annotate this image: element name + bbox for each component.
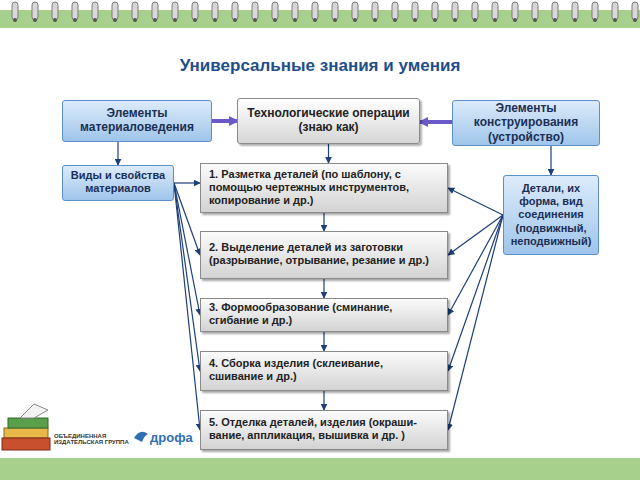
- connector-arrow: [174, 182, 200, 183]
- connector-arrow: [448, 215, 503, 430]
- operation-box: 3. Формообразование (сминание, сгибание …: [200, 298, 448, 332]
- operation-box: 1. Разметка деталей (по шаблону, с помощ…: [200, 163, 448, 213]
- connector-arrow: [550, 146, 551, 175]
- central-box: Технологические операции (знаю как): [237, 98, 420, 144]
- parts-box: Детали, их форма, вид соединения (подвиж…: [503, 175, 599, 255]
- connector-arrow: [448, 188, 503, 215]
- connector-arrow: [174, 183, 200, 315]
- box-text: 4. Сборка изделия (склеивание, сшивание …: [209, 357, 439, 383]
- operation-box: 2. Выделение деталей из заготовки (разры…: [200, 231, 448, 279]
- drofa-logo-mark: [134, 432, 148, 442]
- box-text: Детали, их форма, вид соединения (подвиж…: [510, 182, 592, 248]
- connector-arrow: [323, 213, 324, 231]
- operation-box: 5. Отделка деталей, изделия (окраши- ван…: [200, 410, 448, 450]
- books-logo: [2, 404, 50, 450]
- connector-arrow: [420, 120, 452, 124]
- connector-arrow: [323, 332, 324, 351]
- publisher-logo-text: дрофа: [150, 430, 200, 445]
- connector-arrow: [448, 215, 503, 315]
- connector-arrow: [117, 142, 118, 165]
- box-text: 5. Отделка деталей, изделия (окраши- ван…: [209, 416, 439, 442]
- slide-title: Универсальные знания и умения: [60, 56, 580, 76]
- materials-box: Виды и свойства материалов: [62, 165, 174, 201]
- box-text: Элементы материаловедения: [69, 106, 205, 135]
- connector-arrow: [174, 183, 200, 430]
- connector-arrow: [323, 279, 324, 298]
- operation-box: 4. Сборка изделия (склеивание, сшивание …: [200, 351, 448, 391]
- connector-arrow: [448, 215, 503, 371]
- box-text: 2. Выделение деталей из заготовки (разры…: [209, 241, 439, 267]
- category-box: Элементы конструирования (устройство): [452, 100, 600, 146]
- publisher-name: ОБЪЕДИНЕННАЯ ИЗДАТЕЛЬСКАЯ ГРУППА: [54, 433, 134, 445]
- connector-arrow: [212, 119, 237, 123]
- box-text: Технологические операции (знаю как): [244, 106, 413, 135]
- box-text: 1. Разметка деталей (по шаблону, с помощ…: [209, 168, 439, 208]
- connector-arrow: [323, 391, 324, 410]
- box-text: 3. Формообразование (сминание, сгибание …: [209, 301, 439, 327]
- category-box: Элементы материаловедения: [62, 100, 212, 142]
- spiral-rings: [0, 0, 640, 30]
- bottom-band: [0, 458, 640, 480]
- connector-arrow: [328, 144, 329, 163]
- box-text: Элементы конструирования (устройство): [459, 101, 593, 144]
- box-text: Виды и свойства материалов: [69, 169, 167, 195]
- connector-arrow: [174, 183, 200, 371]
